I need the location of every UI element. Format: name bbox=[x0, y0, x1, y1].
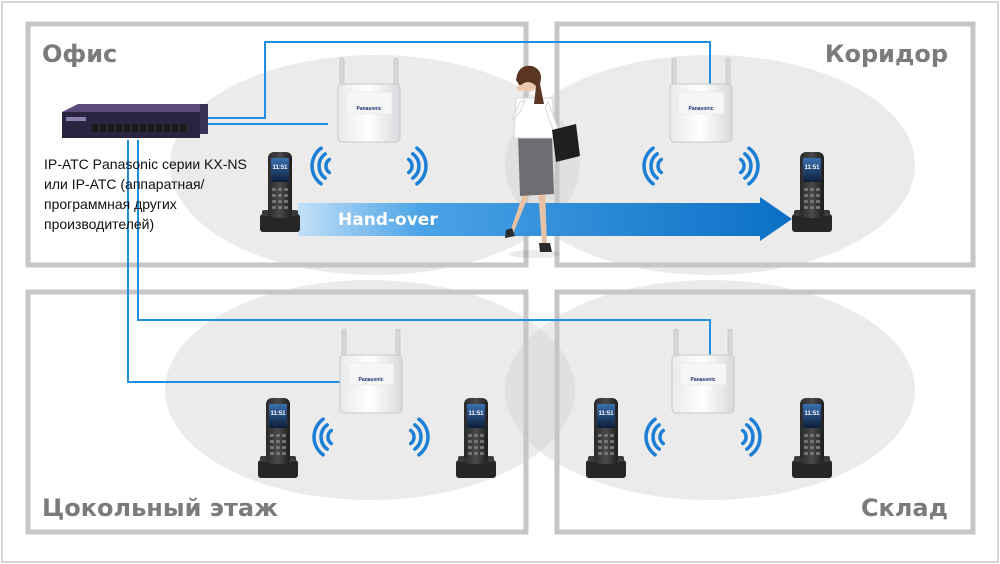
handset-corridor: 11:51 bbox=[792, 152, 832, 232]
room-label-basement: Цокольный этаж bbox=[42, 494, 278, 522]
base-station-corridor-waves-right bbox=[738, 146, 760, 186]
handset-office: 11:51 bbox=[260, 152, 300, 232]
handset-basement-right: 11:51 bbox=[456, 398, 496, 478]
person-icon bbox=[505, 65, 580, 258]
cable-to-warehouse-base bbox=[137, 140, 711, 355]
handset-clock: 11:51 bbox=[804, 165, 820, 171]
base-station-office: Panasonic bbox=[337, 57, 401, 143]
base-station-basement: Panasonic bbox=[339, 328, 403, 414]
pbx-device bbox=[62, 104, 208, 138]
handset-warehouse-left: 11:51 bbox=[586, 398, 626, 478]
handset-basement-left: 11:51 bbox=[258, 398, 298, 478]
base-station-office-waves-right bbox=[406, 146, 428, 186]
pbx-line-4: производителей) bbox=[44, 216, 154, 232]
base-station-corridor: Panasonic bbox=[669, 57, 733, 143]
base-station-brand: Panasonic bbox=[358, 377, 383, 383]
handset-clock: 11:51 bbox=[272, 165, 288, 171]
handover-label: Hand-over bbox=[338, 210, 438, 230]
handset-clock: 11:51 bbox=[804, 411, 820, 417]
base-station-corridor-waves-left bbox=[642, 146, 664, 186]
cable-to-basement-base bbox=[127, 140, 345, 383]
room-basement bbox=[25, 289, 529, 535]
pbx-line-1: IP-АТС Panasonic серии KX-NS bbox=[44, 156, 247, 172]
base-station-brand: Panasonic bbox=[688, 106, 713, 112]
network-cables bbox=[127, 41, 711, 383]
pbx-line-2: или IP-АТС (аппаратная/ bbox=[44, 176, 205, 192]
handset-clock: 11:51 bbox=[598, 411, 614, 417]
pbx-description: IP-АТС Panasonic серии KX-NS или IP-АТС … bbox=[44, 156, 247, 232]
handset-clock: 11:51 bbox=[468, 411, 484, 417]
handset-warehouse-right: 11:51 bbox=[792, 398, 832, 478]
room-label-corridor: Коридор bbox=[825, 40, 948, 68]
base-station-brand: Panasonic bbox=[690, 377, 715, 383]
handset-clock: 11:51 bbox=[270, 411, 286, 417]
cable-to-corridor-base bbox=[205, 41, 711, 119]
base-station-warehouse-waves-left bbox=[644, 417, 666, 457]
room-warehouse bbox=[554, 289, 976, 535]
room-label-office: Офис bbox=[42, 40, 117, 68]
base-station-office-waves-left bbox=[310, 146, 332, 186]
base-station-warehouse-waves-right bbox=[740, 417, 762, 457]
base-station-warehouse: Panasonic bbox=[671, 328, 735, 414]
base-station-basement-waves-left bbox=[312, 417, 334, 457]
base-station-basement-waves-right bbox=[408, 417, 430, 457]
room-label-warehouse: Склад bbox=[861, 494, 948, 522]
pbx-line-3: программная других bbox=[44, 196, 177, 212]
base-station-brand: Panasonic bbox=[356, 106, 381, 112]
